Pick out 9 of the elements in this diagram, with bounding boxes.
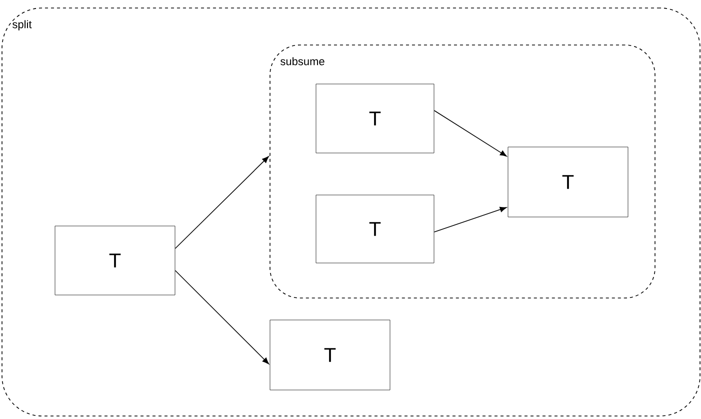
process-box: T <box>270 320 390 390</box>
process-box: T <box>54 226 176 296</box>
arrow <box>174 270 270 364</box>
process-box: T <box>316 84 434 154</box>
process-box: T <box>316 194 434 264</box>
arrow <box>174 156 269 249</box>
arrow <box>434 110 507 156</box>
process-box: T <box>508 146 628 218</box>
arrow <box>434 206 507 232</box>
